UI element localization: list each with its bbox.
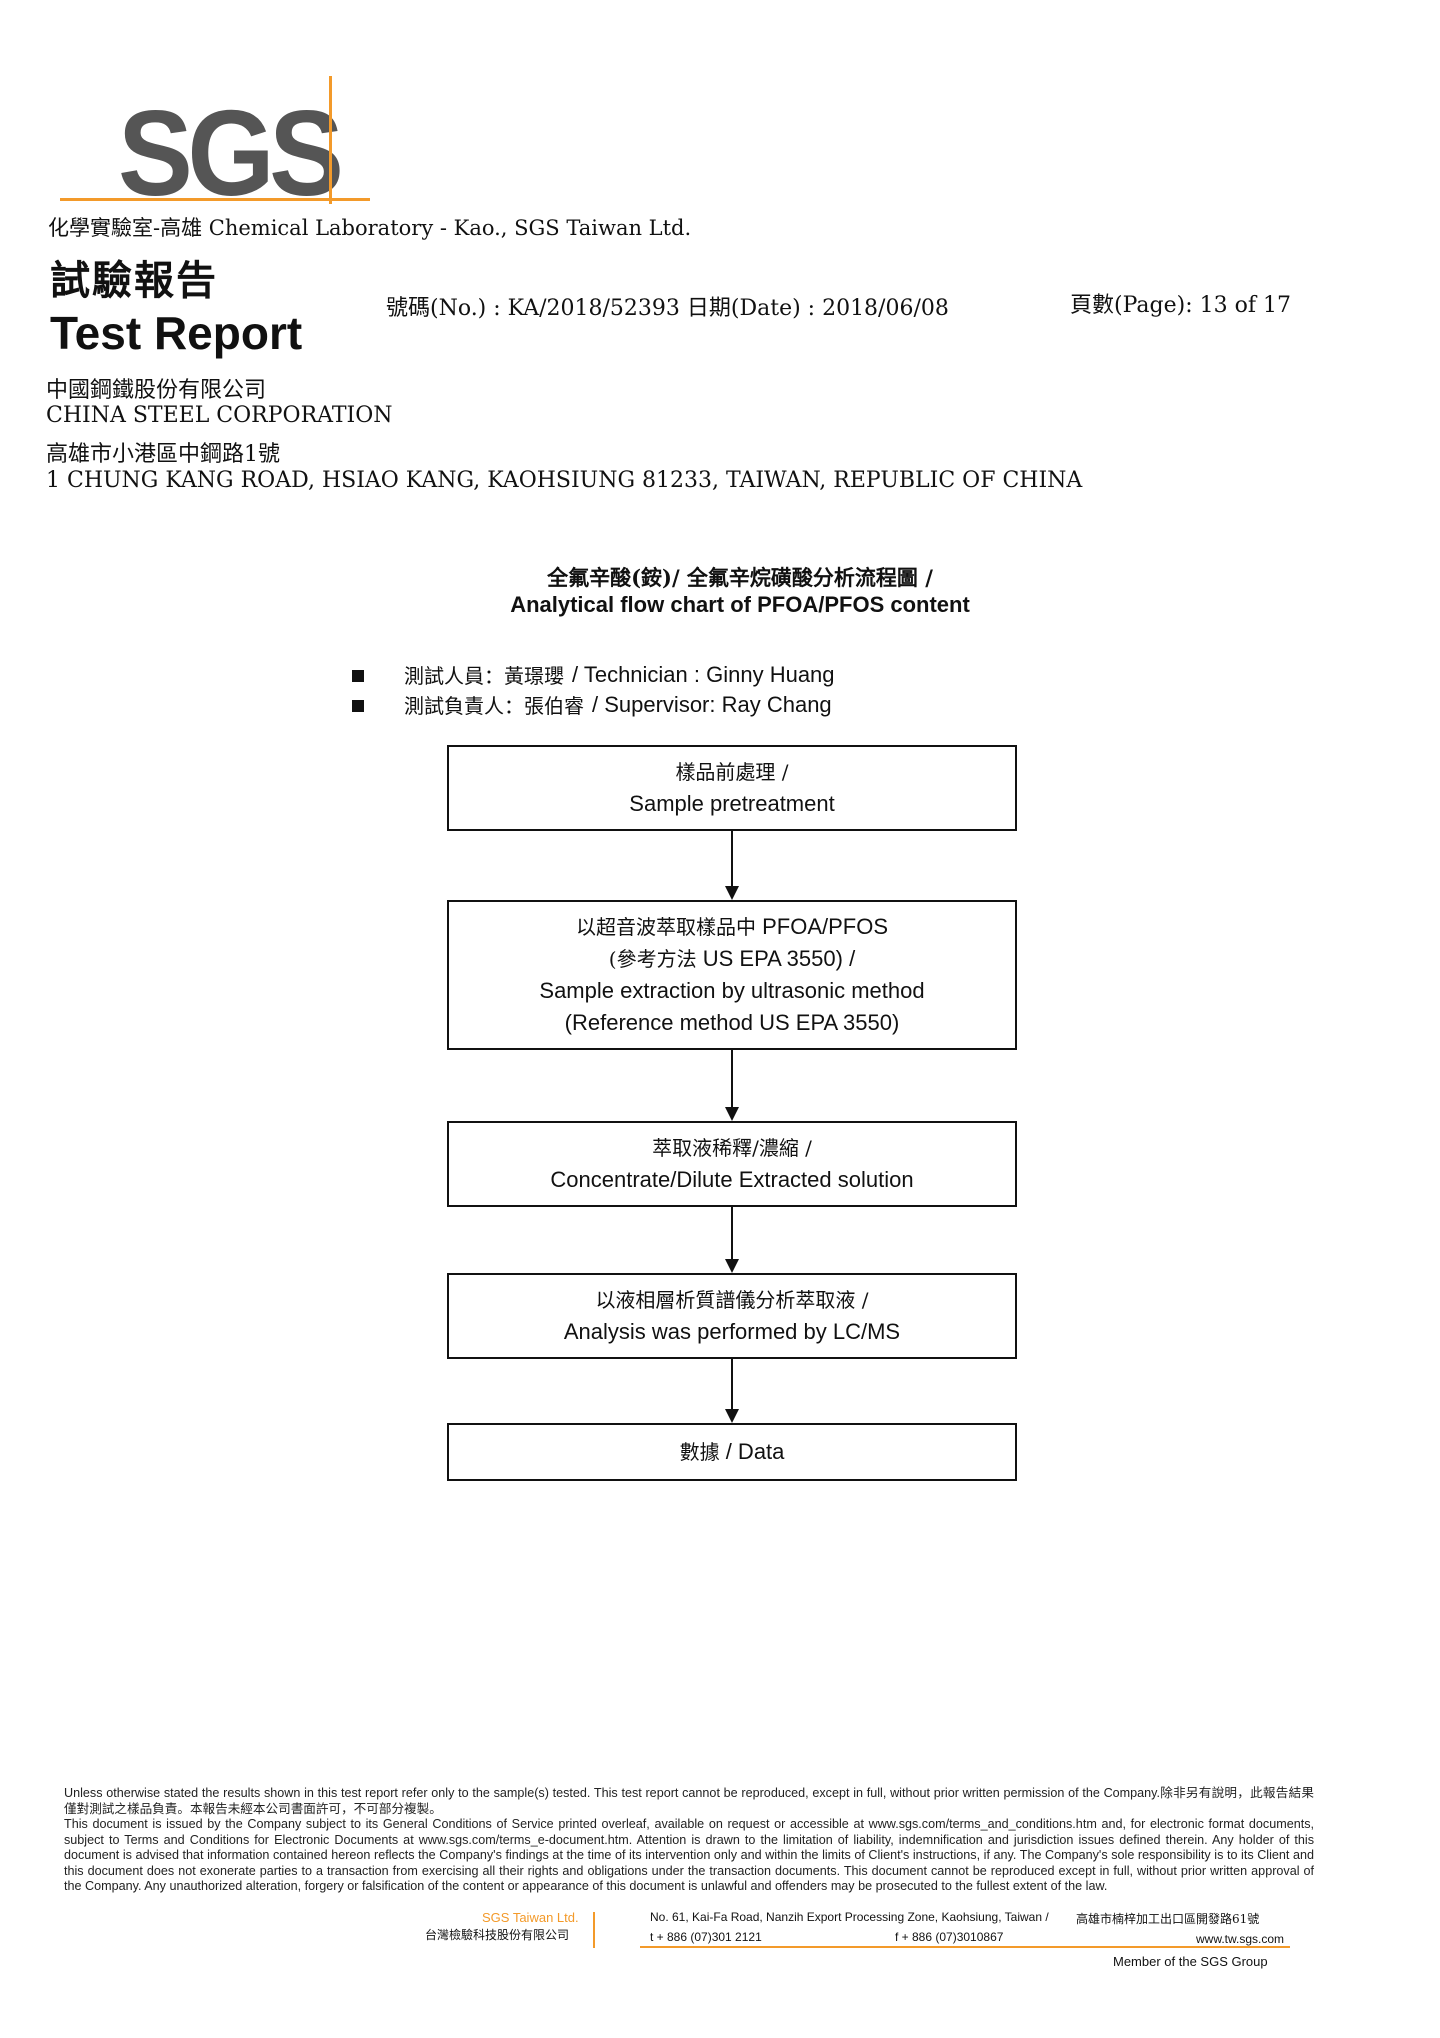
flow-step-label-cn: 數據 [679, 1440, 720, 1464]
report-number-date: 號碼(No.) : KA/2018/52393 日期(Date) : 2018/… [386, 296, 949, 321]
flow-step-analysis: 以液相層析質譜儀分析萃取液 / Analysis was performed b… [447, 1273, 1017, 1359]
client-address-en: 1 CHUNG KANG ROAD, HSIAO KANG, KAOHSIUNG… [46, 468, 1083, 493]
footer-website: www.tw.sgs.com [1196, 1932, 1285, 1946]
supervisor-label-en: / Supervisor: Ray Chang [592, 691, 832, 717]
flow-step-extraction: 以超音波萃取樣品中 PFOA/PFOS (參考方法 US EPA 3550) /… [447, 900, 1017, 1050]
page-number: 頁數(Page): 13 of 17 [1070, 293, 1291, 318]
flow-step-label-cn: 萃取液稀釋/濃縮 / [652, 1136, 812, 1160]
footer-disclaimer: Unless otherwise stated the results show… [64, 1786, 1314, 1895]
client-name-en: CHINA STEEL CORPORATION [46, 403, 393, 428]
client-name-cn: 中國鋼鐵股份有限公司 [46, 378, 267, 403]
flow-step-label-cn2: (參考方法 [608, 947, 697, 971]
flow-step-label-cn: 樣品前處理 / [675, 760, 789, 784]
flow-step-label-cn: 以超音波萃取樣品中 [575, 915, 756, 939]
technician-label-en: / Technician : Ginny Huang [572, 661, 835, 687]
footer-company-cn: 台灣檢驗科技股份有限公司 [425, 1928, 570, 1942]
logo-accent-vertical [329, 76, 332, 204]
flow-step-label-en: Analysis was performed by LC/MS [563, 1319, 901, 1344]
client-address-cn: 高雄市小港區中鋼路1號 [46, 442, 280, 467]
bullet-square-icon [352, 669, 364, 682]
footer-divider [593, 1912, 595, 1948]
flow-step-data: 數據 / Data [447, 1423, 1017, 1481]
flow-step-label-en2: (Reference method US EPA 3550) [564, 1010, 900, 1035]
footer-member-note: Member of the SGS Group [1113, 1954, 1268, 1969]
report-title-cn: 試驗報告 [50, 257, 218, 304]
flow-arrow-down-icon [725, 1050, 739, 1121]
report-title-en: Test Report [50, 307, 303, 359]
disclaimer-paragraph-2: This document is issued by the Company s… [64, 1817, 1314, 1893]
footer-company-en: SGS Taiwan Ltd. [482, 1910, 579, 1925]
logo-accent-horizontal [60, 198, 370, 201]
flow-step-label-cn: 以液相層析質譜儀分析萃取液 / [595, 1288, 869, 1312]
flow-step-label-en: / Data [719, 1439, 785, 1464]
footer-telephone: t + 886 (07)301 2121 [650, 1930, 762, 1944]
flowchart-title-cn: 全氟辛酸(銨)/ 全氟辛烷磺酸分析流程圖 / [547, 565, 933, 590]
sgs-logo: SGS [118, 85, 344, 221]
flow-arrow-down-icon [725, 831, 739, 900]
flow-step-pretreatment: 樣品前處理 / Sample pretreatment [447, 745, 1017, 831]
technician-label-cn: 測試人員：黃璟瓔 [404, 664, 564, 688]
lab-name: 化學實驗室-高雄 Chemical Laboratory - Kao., SGS… [48, 216, 692, 240]
flow-step-label-cn-tail: PFOA/PFOS [755, 914, 889, 939]
flow-step-label-cn2-tail: US EPA 3550) / [696, 946, 856, 971]
footer-accent-line [640, 1946, 1290, 1948]
disclaimer-paragraph-1: Unless otherwise stated the results show… [64, 1786, 1314, 1816]
footer-address-cn: 高雄市楠梓加工出口區開發路61號 [1076, 1912, 1260, 1926]
supervisor-label-cn: 測試負責人：張伯睿 [404, 694, 584, 718]
technician-line: 測試人員：黃璟瓔 / Technician : Ginny Huang [352, 660, 835, 689]
flow-arrow-down-icon [725, 1359, 739, 1423]
flow-arrow-down-icon [725, 1207, 739, 1273]
flow-step-label-en: Sample pretreatment [629, 791, 835, 816]
footer-address-en: No. 61, Kai-Fa Road, Nanzih Export Proce… [650, 1910, 1049, 1924]
flow-step-concentrate: 萃取液稀釋/濃縮 / Concentrate/Dilute Extracted … [447, 1121, 1017, 1207]
supervisor-line: 測試負責人：張伯睿 / Supervisor: Ray Chang [352, 690, 832, 719]
flow-step-label-en: Concentrate/Dilute Extracted solution [550, 1167, 914, 1192]
footer-fax: f + 886 (07)3010867 [895, 1930, 1004, 1944]
flowchart-title-en: Analytical flow chart of PFOA/PFOS conte… [510, 592, 970, 617]
bullet-square-icon [352, 699, 364, 712]
flow-step-label-en: Sample extraction by ultrasonic method [539, 978, 925, 1003]
